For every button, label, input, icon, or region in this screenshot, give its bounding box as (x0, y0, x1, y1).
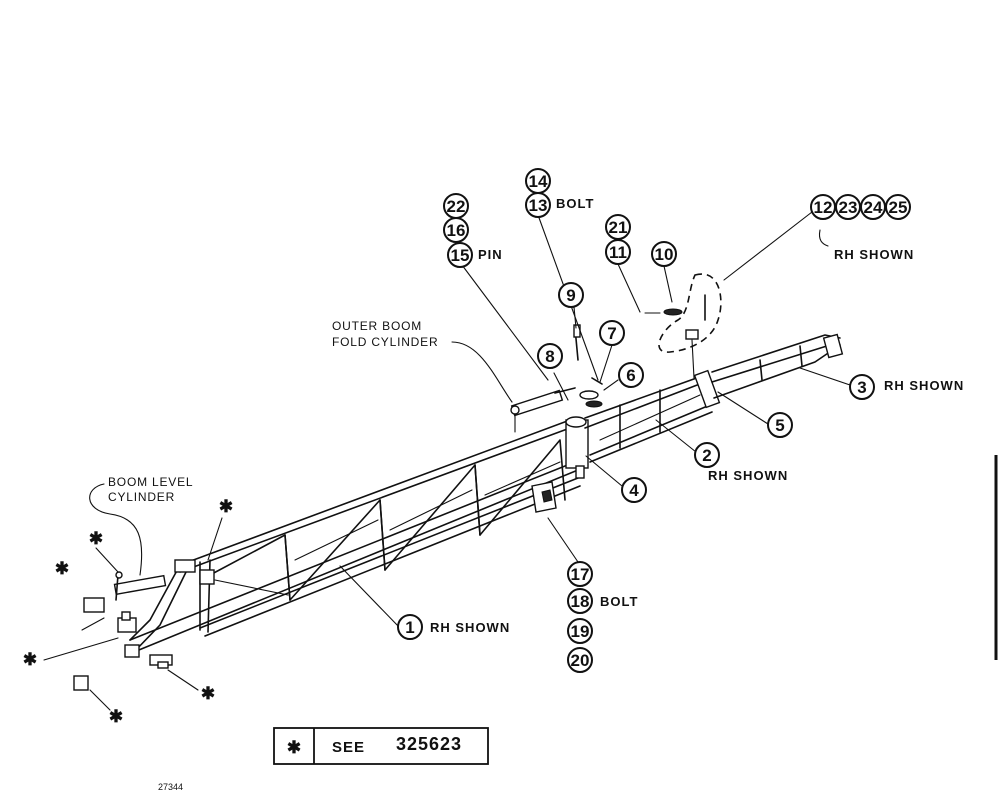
callout-17: 17 (567, 561, 593, 587)
svg-text:24: 24 (864, 198, 883, 217)
svg-text:8: 8 (545, 347, 554, 366)
callout-13: 13 (525, 192, 551, 218)
asterisk-marker: ✱ (219, 497, 233, 516)
label-bolt-18: BOLT (600, 594, 638, 609)
svg-text:2: 2 (702, 446, 711, 465)
svg-text:23: 23 (839, 198, 858, 217)
label-outer-boom-line2: FOLD CYLINDER (332, 335, 438, 349)
svg-text:20: 20 (571, 651, 590, 670)
leader-lines (43, 211, 851, 711)
asterisk-marker: ✱ (109, 707, 123, 726)
legend-ref-number: 325623 (396, 734, 462, 754)
svg-text:10: 10 (655, 245, 674, 264)
tip-boom (711, 333, 844, 399)
outer-boom-truss (584, 374, 713, 463)
hinge-assembly (565, 416, 589, 479)
svg-text:9: 9 (566, 286, 575, 305)
boom-level-cylinder (73, 571, 169, 691)
label-bolt-13: BOLT (556, 196, 594, 211)
callout-15: 15 (447, 242, 473, 268)
svg-text:12: 12 (814, 198, 833, 217)
breakaway-hinge (693, 369, 721, 409)
svg-text:13: 13 (529, 196, 548, 215)
hinge-pin-parts (573, 324, 603, 408)
svg-text:18: 18 (571, 592, 590, 611)
callout-7: 7 (599, 320, 625, 346)
legend-asterisk: ✱ (287, 738, 301, 757)
label-outer-boom-line1: OUTER BOOM (332, 319, 422, 333)
mount-bracket (531, 481, 557, 513)
svg-text:5: 5 (775, 416, 784, 435)
svg-text:25: 25 (889, 198, 908, 217)
callout-20: 20 (567, 647, 593, 673)
svg-text:6: 6 (626, 366, 635, 385)
breakaway-spring-group (644, 273, 722, 379)
label-rh-shown-2: RH SHOWN (708, 468, 788, 483)
callout-9: 9 (558, 282, 584, 308)
callout-11: 11 (605, 239, 631, 265)
callout-1: 1 (397, 614, 423, 640)
callout-8: 8 (537, 343, 563, 369)
legend-see: SEE (332, 739, 365, 756)
label-rh-shown-1: RH SHOWN (430, 620, 510, 635)
label-rh-shown-12: RH SHOWN (834, 247, 914, 262)
label-pin-15: PIN (478, 247, 503, 262)
svg-text:17: 17 (571, 565, 590, 584)
svg-text:19: 19 (571, 622, 590, 641)
callout-5: 5 (767, 412, 793, 438)
callout-2: 2 (694, 442, 720, 468)
callout-10: 10 (651, 241, 677, 267)
callout-12: 12 (810, 194, 836, 220)
callout-18: 18 (567, 588, 593, 614)
callout-22: 22 (443, 193, 469, 219)
legend-box: ✱ SEE 325623 (273, 727, 489, 765)
svg-text:14: 14 (529, 172, 548, 191)
label-boom-level-line1: BOOM LEVEL (108, 475, 193, 489)
callout-24: 24 (860, 194, 886, 220)
svg-text:11: 11 (609, 243, 627, 262)
callout-3: 3 (849, 374, 875, 400)
callout-19: 19 (567, 618, 593, 644)
inner-boom-truss (117, 417, 581, 666)
svg-text:1: 1 (405, 618, 414, 637)
svg-text:15: 15 (451, 246, 470, 265)
fold-cylinder (510, 387, 576, 433)
svg-text:22: 22 (447, 197, 466, 216)
asterisk-marker: ✱ (201, 684, 215, 703)
svg-text:4: 4 (629, 481, 639, 500)
svg-text:16: 16 (447, 221, 466, 240)
callout-4: 4 (621, 477, 647, 503)
svg-text:7: 7 (607, 324, 616, 343)
label-rh-shown-3: RH SHOWN (884, 378, 964, 393)
callout-16: 16 (443, 217, 469, 243)
callout-25: 25 (885, 194, 911, 220)
svg-text:21: 21 (609, 218, 628, 237)
callout-14: 14 (525, 168, 551, 194)
callout-6: 6 (618, 362, 644, 388)
asterisk-marker: ✱ (89, 529, 103, 548)
asterisk-marker: ✱ (23, 650, 37, 669)
svg-text:3: 3 (857, 378, 866, 397)
callout-21: 21 (605, 214, 631, 240)
drawing-number: 27344 (158, 782, 183, 792)
callout-23: 23 (835, 194, 861, 220)
asterisk-marker: ✱ (55, 559, 69, 578)
label-boom-level-line2: CYLINDER (108, 490, 175, 504)
